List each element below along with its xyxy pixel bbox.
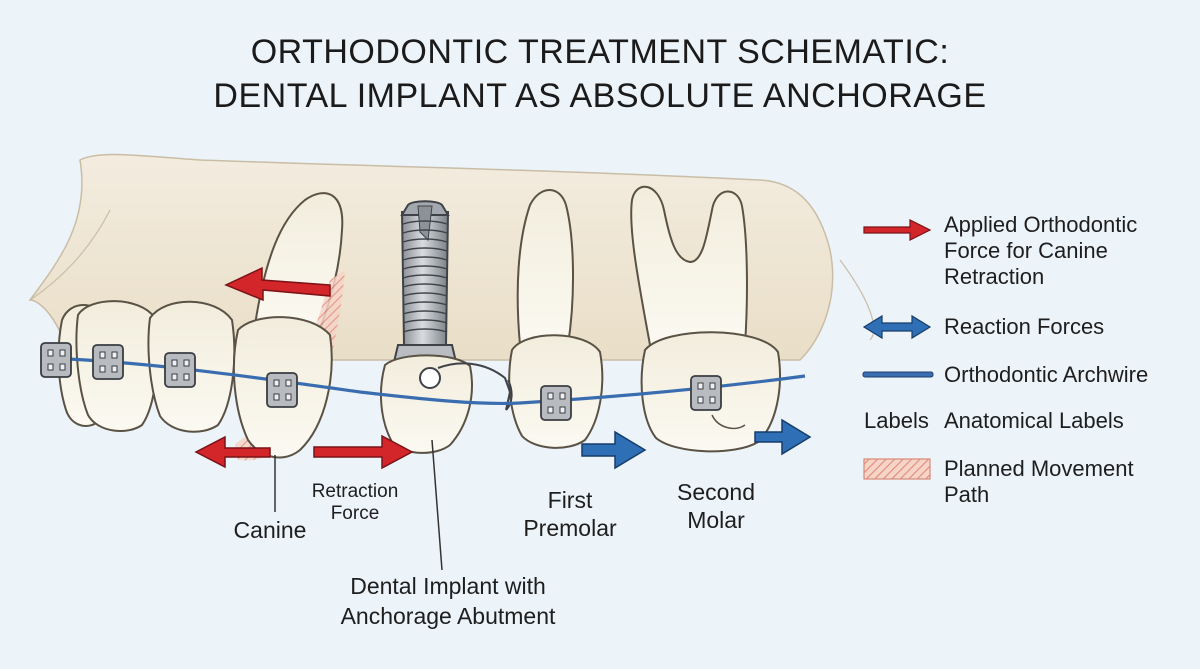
- double-arrow-icon: [862, 314, 932, 340]
- archwire-line-icon: [862, 371, 934, 378]
- legend-anatomical-labels-text: Anatomical Labels: [944, 408, 1124, 433]
- legend-reaction-forces-text: Reaction Forces: [944, 314, 1105, 339]
- legend-movement-path-text: Planned Movement Path: [944, 456, 1134, 507]
- label-retraction-force-1: Retraction: [312, 481, 399, 502]
- legend-labels-word: Labels: [864, 408, 929, 433]
- molar-roots: [630, 185, 748, 346]
- implant-leader: [431, 439, 443, 571]
- label-first-premolar-2: Premolar: [523, 515, 617, 541]
- legend-archwire-text: Orthodontic Archwire: [944, 362, 1149, 387]
- bracket: [540, 385, 572, 421]
- legend-applied-force-text: Applied Orthodontic Force for Canine Ret…: [944, 212, 1138, 289]
- dental-implant: [392, 200, 458, 363]
- title-line-2: DENTAL IMPLANT AS ABSOLUTE ANCHORAGE: [213, 77, 987, 115]
- molar-fissure: [711, 414, 746, 430]
- label-retraction-force-2: Force: [331, 503, 380, 524]
- brackets: [40, 342, 722, 421]
- retraction-force-arrow: [313, 434, 414, 470]
- anchorage-ligature: [437, 362, 513, 411]
- title-line-1: ORTHODONTIC TREATMENT SCHEMATIC:: [250, 33, 950, 71]
- applied-force-arrow-lower-left: [194, 435, 271, 469]
- bracket: [92, 344, 124, 380]
- reaction-force-arrow-premolar: [581, 430, 647, 470]
- label-second-molar-2: Molar: [687, 507, 745, 533]
- bracket: [40, 342, 72, 378]
- hatched-area-icon: [863, 458, 931, 480]
- red-arrow-icon: [863, 219, 932, 241]
- label-canine: Canine: [234, 517, 307, 543]
- premolar-root: [516, 189, 574, 346]
- abutment-ring: [419, 367, 441, 389]
- label-second-molar-1: Second: [677, 479, 755, 505]
- implant-crown: [379, 354, 473, 454]
- label-implant-2: Anchorage Abutment: [341, 603, 556, 629]
- gum-ridge: [29, 209, 875, 341]
- applied-force-arrow-upper: [224, 266, 331, 302]
- label-first-premolar-1: First: [548, 487, 593, 513]
- bracket: [266, 372, 298, 408]
- label-implant-1: Dental Implant with: [350, 573, 546, 599]
- bracket: [164, 352, 196, 388]
- bracket: [690, 375, 722, 411]
- diagram-title: ORTHODONTIC TREATMENT SCHEMATIC: DENTAL …: [0, 30, 1200, 118]
- reaction-force-arrow-molar: [754, 418, 812, 456]
